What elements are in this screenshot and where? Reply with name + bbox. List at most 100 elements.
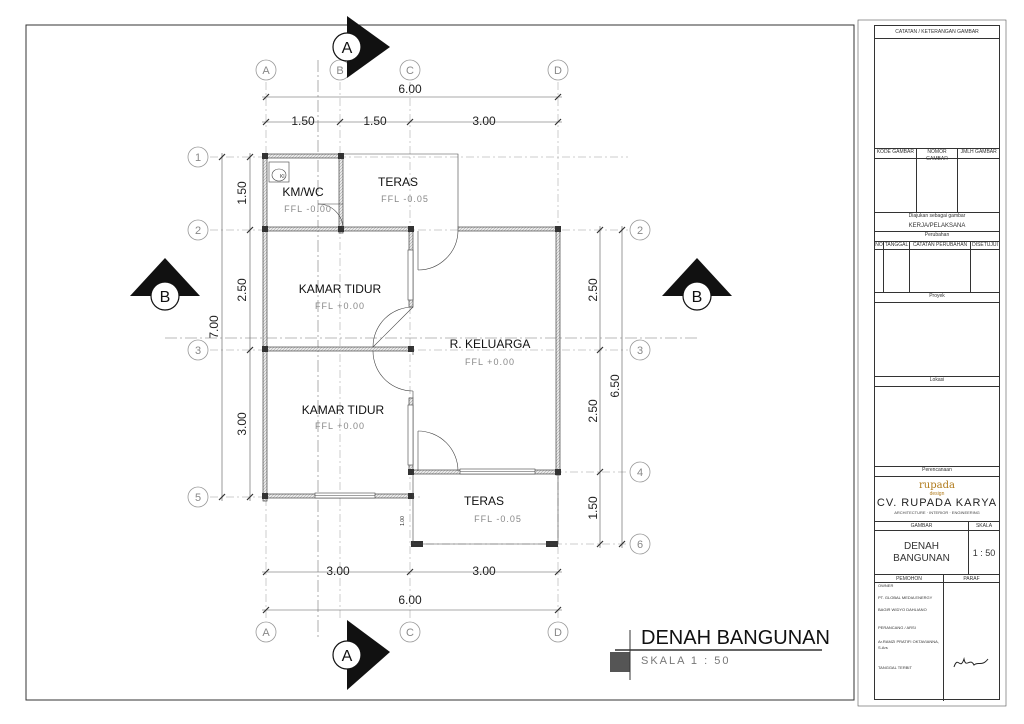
project-area — [875, 303, 999, 377]
windows — [314, 249, 536, 499]
room-ffl-teras-bottom: FFL -0.05 — [474, 514, 522, 524]
dimension-lines — [218, 93, 626, 614]
applicant-label: PEMOHON — [875, 575, 944, 582]
title-block: CATATAN / KETERANGAN GAMBAR KODE GAMBAR … — [874, 25, 1000, 701]
room-name-kamar-tidur-1: KAMAR TIDUR — [299, 282, 382, 296]
svg-text:Kl: Kl — [280, 174, 284, 180]
applicant-header-row: PEMOHON PARAF — [875, 575, 999, 583]
code-values-row — [875, 159, 999, 213]
grid-label-3-left: 3 — [195, 345, 201, 357]
designer-name: Ar.RAMZI PRATIFI OKTAVIANNA, S.Ars — [878, 639, 939, 650]
room-ffl-kmwc: FFL -0.00 — [284, 204, 332, 214]
section-label-b-left: B — [160, 289, 171, 306]
dim-left-1: 1.50 — [235, 181, 249, 205]
drawing-header-row: GAMBAR SKALA — [875, 522, 999, 531]
grid-bubbles-bottom — [255, 621, 569, 643]
room-name-keluarga: R. KELUARGA — [450, 337, 531, 351]
owner-person: BAGIR WIDYO DAHLIANO — [878, 607, 927, 612]
designer-label: PERANCANG / ARSI — [878, 625, 916, 630]
changes-label: Perubahan — [924, 232, 950, 238]
company-logo: rupada — [919, 480, 955, 491]
dim-top-2: 1.50 — [363, 114, 387, 128]
paraf-label: PARAF — [963, 576, 980, 582]
grid-bubbles-top — [255, 59, 569, 81]
room-name-teras-top: TERAS — [378, 175, 418, 189]
change-header-catatan: CATATAN PERUBAHAN — [910, 242, 971, 249]
grid-label-a-top: A — [262, 65, 270, 77]
section-marker-b-left — [130, 258, 200, 311]
planner-area: rupada design CV. RUPADA KARYA ARCHITECT… — [875, 477, 999, 522]
grid-label-d-bottom: D — [554, 627, 562, 639]
section-label-a-top: A — [342, 40, 353, 57]
planner-label: Perencanaan — [875, 467, 999, 477]
grid-bubbles-left — [187, 146, 209, 508]
notes-area — [875, 39, 999, 149]
section-marker-a-bottom — [332, 620, 390, 690]
grid-label-c-top: C — [406, 65, 414, 77]
submitted-as-label: Diajukan sebagai gambar — [908, 213, 966, 219]
code-header-jmlh: JMLH GAMBAR — [960, 149, 997, 155]
dim-right-2: 2.50 — [586, 399, 600, 423]
room-name-kamar-tidur-2: KAMAR TIDUR — [302, 403, 385, 417]
drawing-name-2: BANGUNAN — [893, 552, 950, 564]
grid-label-5-left: 5 — [195, 492, 201, 504]
dim-top-3: 3.00 — [472, 114, 496, 128]
code-header-row: KODE GAMBAR NOMOR GAMBAR JMLH GAMBAR — [875, 149, 999, 162]
company-logo-sub: design — [929, 491, 945, 497]
company-subtitle: ARCHITECTURE · INTERIOR · ENGINEERING — [894, 510, 980, 515]
room-name-teras-bottom: TERAS — [464, 494, 504, 508]
dim-top-total: 6.00 — [398, 82, 422, 96]
company-name: CV. RUPADA KARYA — [876, 497, 998, 509]
room-ffl-kamar-tidur-2: FFL +0.00 — [315, 421, 365, 431]
section-label-b-right: B — [692, 289, 703, 306]
grid-label-1-left: 1 — [195, 152, 201, 164]
applicant-body: OWNER PT. GLOBAL MEDIA ENERGY BAGIR WIDY… — [875, 583, 999, 701]
sheet-border — [25, 24, 855, 701]
scale-label: SKALA — [975, 523, 993, 529]
drawing-label: GAMBAR — [875, 522, 969, 530]
drawing-scale: SKALA 1 : 50 — [641, 655, 730, 667]
terrace-outlines — [343, 153, 559, 545]
dim-right-1: 2.50 — [586, 278, 600, 302]
drawing-scale-value: 1 : 50 — [972, 547, 996, 558]
dim-bottom-total: 6.00 — [398, 593, 422, 607]
section-marker-b-right — [662, 258, 732, 311]
owner-name: PT. GLOBAL MEDIA ENERGY — [878, 595, 933, 600]
dim-small: 1.00 — [400, 516, 406, 526]
drawing-name-1: DENAH — [903, 540, 939, 552]
project-label: Proyek — [875, 293, 999, 303]
grid-label-6-right: 6 — [637, 539, 643, 551]
dim-bottom-1: 3.00 — [326, 564, 350, 578]
room-name-kmwc: KM/WC — [282, 185, 324, 199]
owner-label: OWNER — [878, 583, 894, 588]
purpose-value: KERJA/PELAKSANA — [875, 222, 999, 232]
change-header-disetujui: DISETUJUI — [972, 242, 998, 248]
dim-left-total: 7.00 — [207, 315, 221, 339]
dim-top-1: 1.50 — [291, 114, 315, 128]
dim-right-total: 6.50 — [608, 374, 622, 398]
grid-label-4-right: 4 — [637, 467, 643, 479]
dim-left-3: 3.00 — [235, 412, 249, 436]
grid-label-a-bottom: A — [262, 627, 270, 639]
change-rows — [875, 250, 999, 293]
title-block-frame — [857, 19, 1007, 707]
toilet-fixture: Kl — [268, 161, 290, 183]
change-header-no: NO — [875, 242, 884, 249]
code-header-kode: KODE GAMBAR — [875, 149, 917, 158]
change-header-row: NO TANGGAL CATATAN PERUBAHAN DISETUJUI — [875, 241, 999, 250]
grid-bubbles-right — [629, 219, 651, 555]
drawing-title: DENAH BANGUNAN — [641, 627, 830, 649]
dim-bottom-2: 3.00 — [472, 564, 496, 578]
grid-label-c-bottom: C — [406, 627, 414, 639]
location-label: Lokasi — [875, 377, 999, 387]
date-label: TANGGAL TERBIT — [878, 665, 912, 670]
dim-right-3: 1.50 — [586, 496, 600, 520]
dim-left-2: 2.50 — [235, 278, 249, 302]
grid-label-2-left: 2 — [195, 225, 201, 237]
section-marker-a-top — [332, 16, 390, 78]
change-header-tanggal: TANGGAL — [884, 242, 910, 249]
grid-label-2-right: 2 — [637, 225, 643, 237]
signature-mark — [953, 657, 989, 668]
location-area — [875, 387, 999, 467]
section-label-a-bottom: A — [342, 648, 353, 665]
